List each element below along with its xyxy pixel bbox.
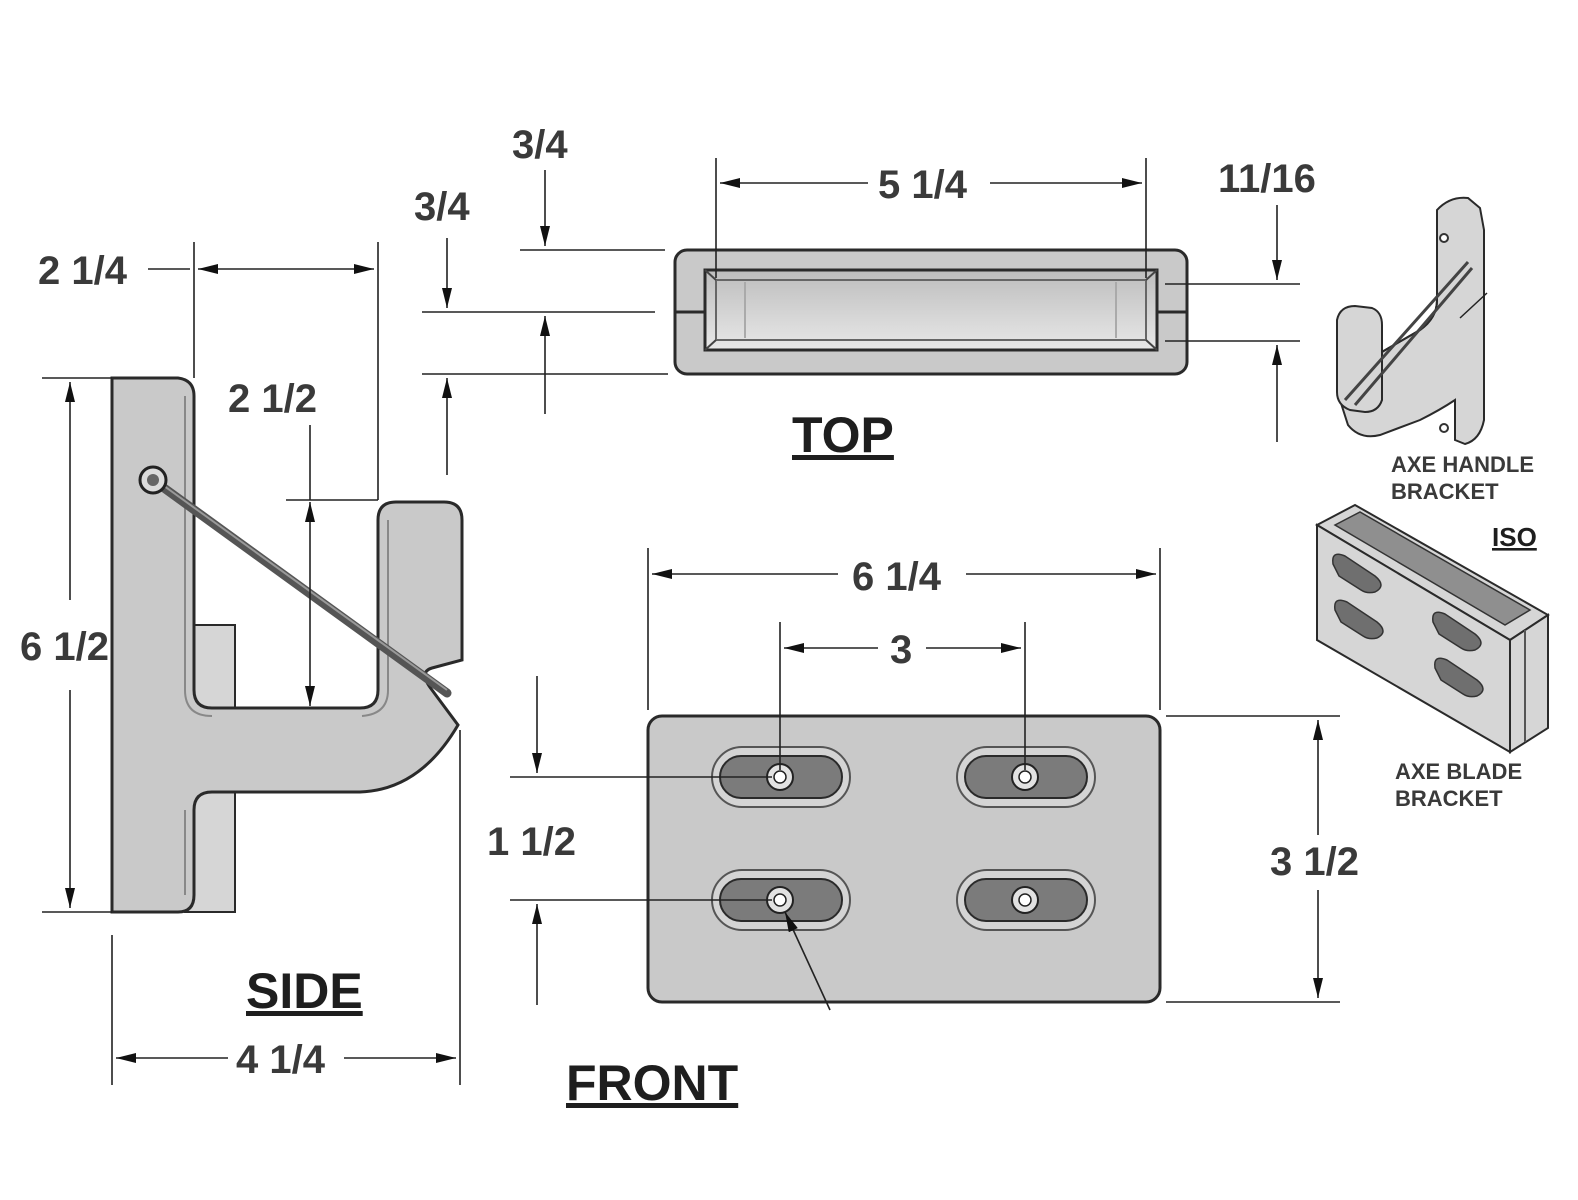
iso-axe-blade-bracket	[1314, 503, 1550, 754]
iso-axe-handle-bracket	[1336, 196, 1488, 446]
front-slot-top-left	[711, 746, 851, 808]
dim-front-width: 6 1/4	[852, 555, 942, 599]
dim-side-slot-depth: 2 1/2	[228, 377, 317, 421]
dim-top-slot-width: 11/16	[1218, 157, 1316, 201]
view-label-side: SIDE	[246, 963, 363, 1019]
dim-side-overall-width: 4 1/4	[236, 1038, 326, 1082]
view-label-top: TOP	[792, 407, 894, 463]
front-slot-bottom-left	[711, 869, 851, 931]
side-view	[110, 376, 464, 914]
top-dimension-lines	[422, 158, 1300, 475]
dim-front-hole-spacing-h: 3	[890, 628, 912, 672]
view-label-iso: ISO	[1492, 522, 1537, 552]
dim-top-thickness-b: 3/4	[414, 185, 470, 229]
label-axe-handle-line2: BRACKET	[1391, 479, 1499, 504]
top-view	[673, 248, 1189, 376]
dim-top-length: 5 1/4	[878, 163, 968, 207]
label-axe-handle-line1: AXE HANDLE	[1391, 452, 1534, 477]
dim-side-top-width: 2 1/4	[38, 249, 128, 293]
side-dimension-lines	[42, 242, 461, 1085]
front-slot-bottom-right	[956, 869, 1096, 931]
dim-front-height: 3 1/2	[1270, 840, 1359, 884]
front-slot-top-right	[956, 746, 1096, 808]
front-view	[646, 714, 1162, 1004]
front-dimension-lines	[510, 548, 1340, 1011]
label-axe-blade-line2: BRACKET	[1395, 786, 1503, 811]
dim-side-overall-height: 6 1/2	[20, 625, 109, 669]
dim-front-hole-spacing-v: 1 1/2	[487, 820, 576, 864]
view-label-front: FRONT	[566, 1055, 738, 1111]
label-axe-blade-line1: AXE BLADE	[1395, 759, 1522, 784]
dim-top-thickness-a: 3/4	[512, 123, 568, 167]
